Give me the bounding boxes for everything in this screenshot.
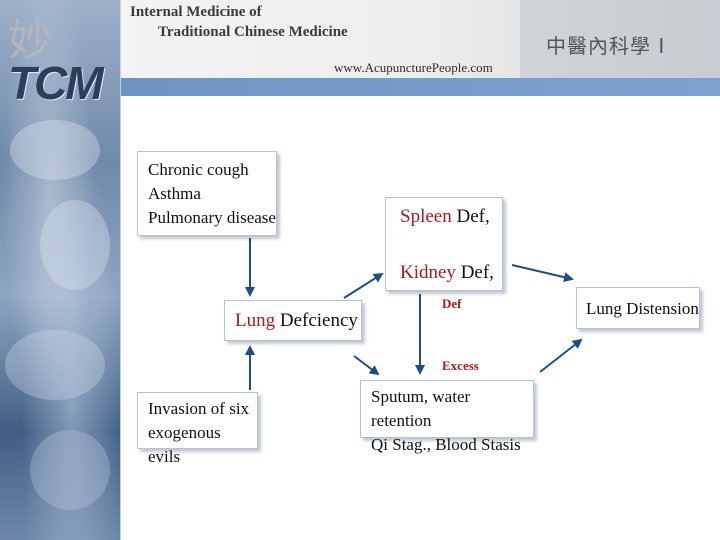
- spleen-def-line: Spleen Def,: [400, 204, 502, 230]
- page-title-line2: Traditional Chinese Medicine: [158, 24, 348, 40]
- sputum-stasis-box: Sputum, water retention Qi Stag., Blood …: [360, 380, 534, 454]
- lung-distension-box: Lung Distension: [576, 287, 700, 329]
- arrow-spleen-to-distension: [511, 264, 574, 283]
- evils-line2: exogenous evils: [148, 423, 221, 466]
- arrow-lung-to-sputum: [353, 355, 380, 376]
- spleen-def-suffix: Def,: [456, 206, 490, 227]
- sputum-line1: Sputum, water retention: [371, 387, 471, 430]
- arrow-sputum-to-distension: [539, 338, 583, 373]
- chinese-course-title: 中醫內科學 I: [546, 34, 666, 58]
- cause-pulmonary-disease: Pulmonary disease: [148, 208, 276, 227]
- kidney-label: Kidney: [400, 262, 456, 283]
- kidney-def-suffix: Def,: [460, 262, 494, 283]
- arrow-lung-to-spleen: [343, 272, 384, 299]
- cause-chronic-cough: Chronic cough: [148, 160, 249, 179]
- excess-label: Excess: [442, 358, 479, 373]
- header-title-area: [120, 0, 520, 78]
- cause-asthma: Asthma: [148, 184, 201, 203]
- calligraphy-mark: 妙: [8, 15, 52, 66]
- causes-box: Chronic cough Asthma Pulmonary disease: [137, 151, 277, 236]
- website-link[interactable]: www.AcupuncturePeople.com: [334, 60, 493, 75]
- spleen-kidney-box: Spleen Def, Kidney Def,: [385, 197, 503, 291]
- page-title-line1: Internal Medicine of: [130, 4, 262, 20]
- lung-deficiency-label: Defciency: [279, 310, 358, 331]
- tcm-logo: TCM: [8, 57, 104, 109]
- lung-distension-label: Lung Distension: [586, 299, 699, 318]
- header-accent-bar: [120, 78, 720, 96]
- six-evils-box: Invasion of six exogenous evils: [137, 392, 258, 466]
- evils-line1: Invasion of six: [148, 399, 250, 418]
- def-label: Def: [442, 296, 462, 311]
- kidney-def-line: Kidney Def,: [400, 260, 502, 286]
- lung-organ-label: Lung: [235, 310, 276, 331]
- sputum-line2: Qi Stag., Blood Stasis: [371, 435, 521, 454]
- lung-deficiency-box: Lung Defciency: [224, 300, 362, 341]
- decorative-side-image: [0, 0, 121, 540]
- spleen-label: Spleen: [400, 206, 452, 227]
